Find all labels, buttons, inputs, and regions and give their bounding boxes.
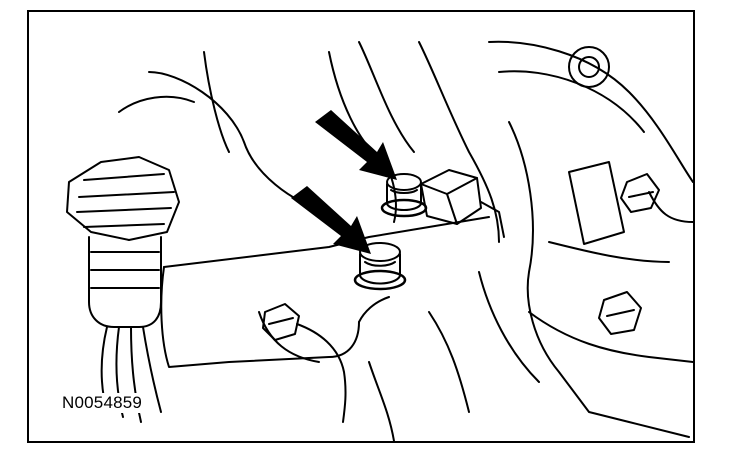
callout-arrow-upper xyxy=(315,110,397,180)
casting-bolt-upper xyxy=(620,173,660,213)
upper-fastener-cap xyxy=(380,173,428,218)
casting-bolt-lower xyxy=(598,291,642,335)
bracket-plate xyxy=(160,216,490,441)
lower-fastener-cap xyxy=(353,242,407,291)
technical-illustration xyxy=(66,40,693,441)
figure-reference-code: N0054859 xyxy=(60,393,145,413)
callout-arrow-lower xyxy=(291,186,371,254)
illustration-frame: N0054859 xyxy=(27,10,695,443)
hex-bolt xyxy=(420,169,505,238)
speed-sensor xyxy=(66,156,180,328)
transmission-casting xyxy=(478,40,693,438)
bracket-bolt xyxy=(262,303,347,423)
